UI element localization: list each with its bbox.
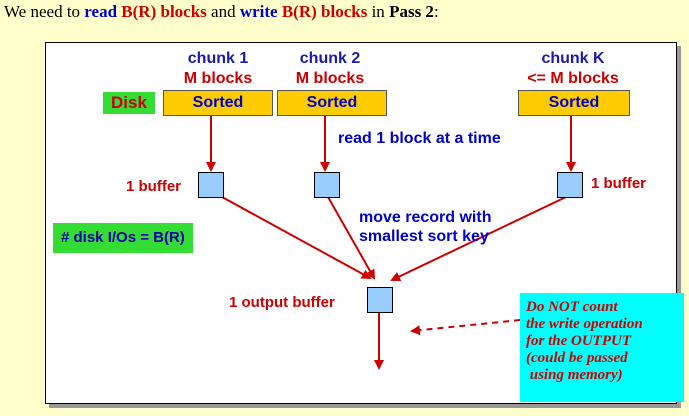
move-record-label: move record with [359, 209, 492, 226]
sorted-chunk-k: Sorted [518, 90, 630, 116]
chunk-1-title: chunk 1 [187, 50, 249, 67]
arrow-bufferk-to-output [390, 196, 567, 282]
input-buffer-k [557, 172, 583, 198]
heading-colon: : [433, 2, 439, 21]
sorted-chunk-1: Sorted [163, 90, 273, 116]
heading-br-read: B(R) blocks [121, 2, 207, 21]
disk-label: Disk [103, 92, 155, 114]
input-buffer-2 [314, 172, 340, 198]
chunk-2-size: M blocks [295, 70, 365, 87]
heading-write: write [239, 2, 278, 21]
page-heading: We need to read B(R) blocks and write B(… [4, 2, 439, 22]
sorted-chunk-2: Sorted [277, 90, 387, 116]
buffer-left-label: 1 buffer [126, 178, 182, 195]
chunk-2-title: chunk 2 [299, 50, 361, 67]
output-buffer-label: 1 output buffer [229, 294, 335, 311]
input-buffer-1 [198, 172, 224, 198]
disk-io-count: # disk I/Os = B(R) [53, 223, 193, 253]
read-label: read 1 block at a time [338, 130, 501, 147]
arrow-buffer2-to-output [327, 196, 375, 280]
chunk-k-size: <= M blocks [527, 70, 619, 87]
heading-pass: Pass 2 [389, 2, 434, 21]
chunk-k-title: chunk K [541, 50, 605, 67]
heading-and: and [206, 2, 240, 21]
move-record-label-2: smallest sort key [359, 228, 489, 245]
heading-read: read [84, 2, 118, 21]
heading-text: We need to [4, 2, 85, 21]
arrow-note-pointer [410, 319, 521, 336]
output-buffer [367, 287, 393, 313]
arrow-buffer1-to-output [221, 196, 372, 279]
heading-br-write: B(R) blocks [281, 2, 368, 21]
note-box: Do NOT count the write operation for the… [520, 293, 684, 402]
chunk-1-size: M blocks [183, 70, 253, 87]
buffer-right-label: 1 buffer [591, 175, 647, 192]
heading-in: in [367, 2, 390, 21]
